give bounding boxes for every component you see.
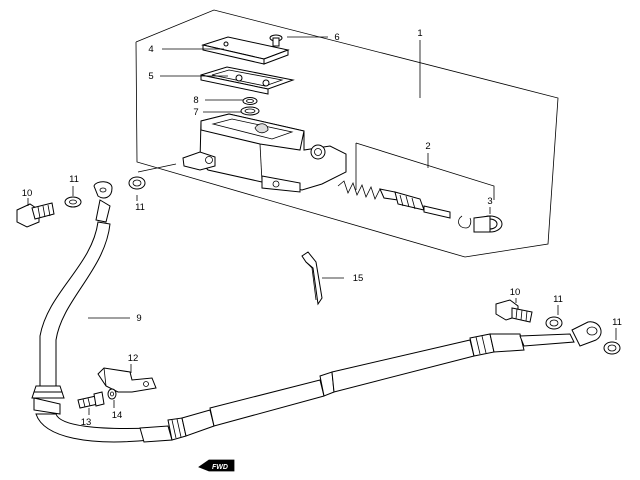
callout-6: 6 (334, 32, 339, 43)
washer-left (64, 196, 82, 208)
callout-12: 12 (128, 353, 139, 364)
cap-screw (269, 34, 283, 47)
banjo-bolt-right (495, 299, 533, 323)
callout-5: 5 (148, 71, 153, 82)
circlip (458, 215, 472, 229)
piston-spring (337, 180, 381, 201)
callout-11-right-b: 11 (612, 317, 622, 328)
piston (379, 188, 451, 219)
dust-boot (473, 215, 503, 233)
callout-13: 13 (81, 417, 92, 428)
callout-10-right: 10 (510, 287, 521, 298)
callout-14: 14 (112, 410, 123, 421)
callout-15: 15 (353, 273, 364, 284)
callouts: 1 2 3 4 5 6 7 8 9 10 10 11 11 11 11 12 1… (22, 28, 622, 428)
diaphragm-plate (200, 66, 295, 95)
callout-7: 7 (193, 107, 198, 118)
callout-3: 3 (487, 196, 492, 207)
hose-clip (301, 251, 323, 306)
callout-2: 2 (425, 141, 430, 152)
hose-bracket (97, 367, 157, 393)
brake-hose (31, 181, 602, 443)
callout-10-left: 10 (22, 188, 33, 199)
seal-ring (240, 106, 260, 116)
master-cylinder-body (182, 113, 347, 193)
fwd-arrow-icon: FWD (198, 459, 235, 472)
reservoir-cap (201, 36, 290, 65)
callout-1: 1 (417, 28, 422, 39)
bracket-bolt (77, 391, 105, 409)
washer-upper (128, 176, 146, 190)
washer-right-a (545, 316, 563, 330)
callout-4: 4 (148, 44, 153, 55)
callout-11-upper: 11 (135, 202, 145, 213)
leader-lines (27, 36, 617, 415)
assembly-box (135, 9, 559, 258)
piston-kit-bracket (355, 142, 495, 200)
callout-8: 8 (193, 95, 198, 106)
o-ring-small (242, 97, 258, 105)
bracket-washer (107, 388, 117, 400)
fwd-label: FWD (212, 464, 228, 471)
callout-11-right-a: 11 (553, 294, 563, 305)
callout-9: 9 (136, 313, 141, 324)
banjo-bolt-left (16, 202, 55, 228)
washer-right-b (603, 341, 621, 355)
callout-11-left: 11 (69, 174, 79, 185)
